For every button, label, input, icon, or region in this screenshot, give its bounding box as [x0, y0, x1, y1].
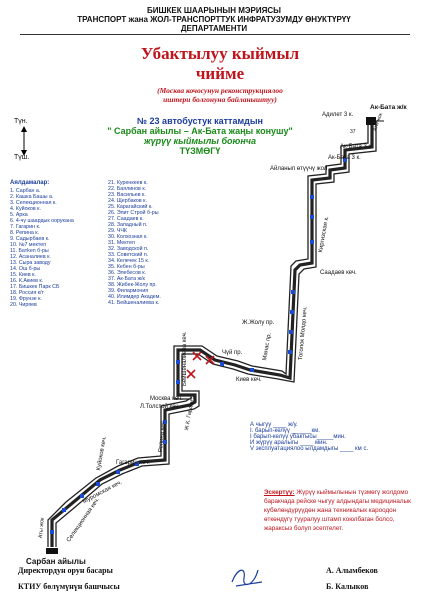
stop-item: 32. Заводской п.: [108, 246, 149, 252]
org-header-line1: БИШКЕК ШААРЫНЫН МЭРИЯСЫ: [146, 6, 282, 15]
info-line: I барып-келүү убактысы_____мин.: [250, 434, 346, 440]
stop-item: 22. Баялинов к.: [108, 186, 147, 192]
doc-subtitle-line2: иштери болгонуна байланыштуу): [163, 95, 277, 104]
stop-item: 29. ЧЧК: [108, 228, 127, 234]
stop-item: 17. Бишкек Парк СБ: [10, 284, 60, 290]
stop-item: 38. Жибек-Жолу пр.: [108, 282, 157, 288]
handwritten-signature-icon: [231, 569, 263, 587]
stop-item: 34. Келечек 15 к.: [108, 258, 150, 264]
label-sarban: Сарбан айылы: [26, 557, 86, 566]
label-kiev: Киев кеч.: [236, 377, 262, 383]
header-divider: [20, 34, 410, 35]
route-number: № 23 автобустук каттамдын: [137, 116, 263, 126]
signature-role2: КТИУ бөлүмүнүн башчысы: [18, 582, 120, 591]
warning-note-label: Эскертүү:: [264, 489, 295, 496]
route-info: А чыгуу ____ ж/у. I. барып-келүү ______к…: [250, 422, 368, 452]
stop-item: 2. Кашка Башы а.: [10, 194, 54, 200]
stops-list-left: 1. Сарбан а. 2. Кашка Башы а. 3. Селекци…: [10, 188, 74, 308]
label-beishenalieva: Бейшеналиева кеч.: [182, 331, 188, 386]
warning-note: Эскертүү: Жүрүү кыймылынын түзмөгү жолдо…: [264, 488, 414, 533]
stop-item: 9. Садырбаев к.: [10, 236, 50, 242]
label-chuy: Чүй пр.: [222, 350, 243, 356]
stop-item: 13. Сыра заводу: [10, 260, 51, 266]
label-aylanip: Айланып өтүүчү жол: [270, 166, 328, 172]
signature-name1: А. Алымбеков: [326, 566, 378, 575]
label-jibek-jolu: Ж.Жолу пр.: [242, 320, 275, 326]
stop-item: 25. Карагайский к.: [108, 204, 153, 210]
closed-road-markers: [186, 351, 215, 379]
org-header-line3: ДЕПАРТАМЕНТИ: [180, 24, 248, 33]
stop-markers: [50, 158, 347, 534]
compass-north: Түн.: [14, 118, 28, 125]
stop-item: 30. Колхозная к.: [108, 234, 148, 240]
org-header-line2: ТРАНСПОРТ жана ЖОЛ-ТРАНСПОРТТУК ИНФРАТУЗ…: [77, 15, 351, 24]
label-saadaev: Саадаев кеч.: [320, 270, 357, 276]
stop-item: 14. Ош б-ры: [10, 266, 41, 272]
stop-item: 19. Фрунзе к.: [10, 296, 42, 302]
stop-item: 7. Гагарин к.: [10, 224, 41, 230]
route-line: [50, 125, 374, 547]
doc-subtitle-line1: (Москва кочосунун реконструкциялоо: [157, 86, 283, 95]
stop-item: 21. Куренкеев к.: [108, 180, 148, 186]
label-ak-bata-3k-1: Ак-Бата 3 к.: [340, 144, 373, 150]
compass-south: Түш.: [14, 154, 30, 161]
stop-item: 27. Саадаев к.: [108, 216, 144, 222]
stop-item: 35. Кебен б-ры: [108, 264, 145, 270]
stop-item: 5. Арка: [10, 212, 28, 218]
stops-list-right: 21. Куренкеев к. 22. Баялинов к. 23. Вас…: [108, 180, 161, 306]
stop-item: 41. Бейшеналиева к.: [108, 300, 160, 306]
label-num37: 37: [350, 129, 356, 135]
stop-item: 23. Васильев к.: [108, 192, 146, 198]
stop-item: 20. Чиряев: [10, 302, 37, 308]
route-caption: жүрүү кыймылы боюнча: [143, 136, 257, 146]
stop-item: 16. К.Акиев к.: [10, 278, 44, 284]
label-moskva: Москва кеч.: [150, 396, 183, 402]
warning-note-text: Жүрүү кыймылынын түзмөгү жолдомо баракча…: [264, 489, 411, 532]
route-scheme-word: ТҮЗМӨГҮ: [179, 146, 221, 156]
label-adilet: Адилет 3 к.: [322, 112, 354, 118]
stop-item: 15. Киев к.: [10, 272, 36, 278]
info-line: I. барып-келүү ______км.: [250, 428, 320, 434]
stop-item: 28. Западный п.: [108, 222, 148, 228]
label-ak-bata: Ак-Бата ж/к: [370, 104, 407, 111]
route-endpoints: " Сарбан айылы – Ак-Бата жаңы конушу": [107, 126, 293, 136]
info-line: V эксплуатациялоо ылдамдыгы ____ км с.: [250, 446, 369, 452]
terminal-icons: [46, 117, 384, 554]
stop-item: 40. Илимдер Академ.: [108, 294, 161, 300]
info-line: А чыгуу ____ ж/у.: [250, 422, 298, 428]
stop-item: 33. Советский п.: [108, 252, 149, 258]
doc-title-line1: Убактылуу кыймыл: [140, 44, 300, 63]
stop-item: 6. 4-чү шаардык оорукана: [10, 218, 74, 224]
stop-item: 10. №7 мектеп: [10, 242, 47, 248]
info-line: И жүрүү аралыгы ____ мин.: [250, 440, 328, 446]
label-ak-bata-3k-2: Ак-Бата 3 к.: [328, 155, 361, 161]
label-l-tolstoy: Л.Толстой кеч.: [140, 404, 181, 410]
stop-item: 18. Россия к/т: [10, 290, 44, 296]
stop-item: 8. Репина к.: [10, 230, 40, 236]
signature-role1: Директордун орун басары: [18, 566, 113, 575]
stop-item: 26. Элит Строй б-ры: [108, 210, 159, 216]
stop-item: 37. Ак-Бата ж/к: [108, 276, 145, 282]
stop-item: 4. Куйоков к.: [10, 206, 41, 212]
doc-title-line2: чийме: [195, 64, 245, 83]
stops-list-title: Аялдамалар:: [10, 180, 50, 186]
stop-item: 36. Элебесов к.: [108, 270, 147, 276]
stop-item: 31. Мектеп: [108, 240, 135, 246]
compass-arrow-icon: [21, 126, 27, 156]
stop-item: 12. Асаналиев к.: [10, 254, 51, 260]
stop-item: 3. Селекционная к.: [10, 200, 57, 206]
stop-item: 11. Батken б-ры: [10, 248, 49, 254]
stop-item: 39. Филармония: [108, 288, 149, 294]
label-gagarin: Гагарин кеч.: [116, 460, 150, 466]
signature-name2: Б. Калыков: [326, 582, 369, 591]
stop-item: 1. Сарбан а.: [10, 188, 41, 194]
stop-item: 24. Щербаков к.: [108, 198, 147, 204]
